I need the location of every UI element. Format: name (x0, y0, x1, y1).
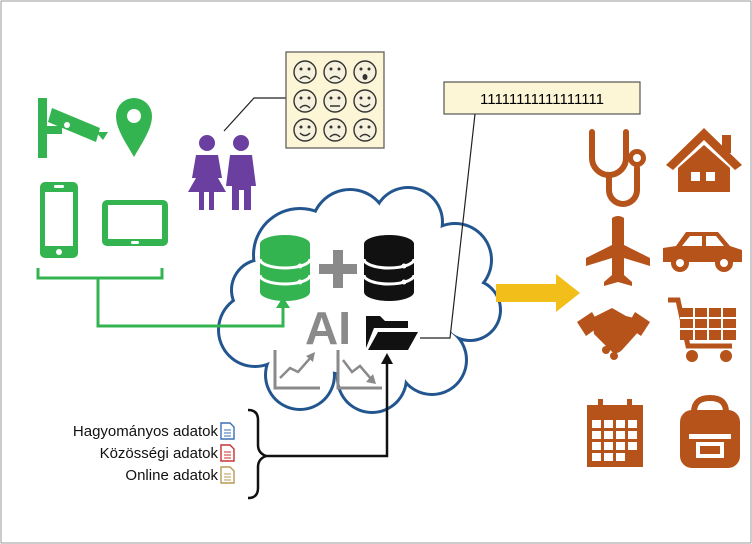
data-sources-arrow (266, 362, 389, 458)
emotions-connector (223, 97, 286, 132)
emotion-grid (293, 60, 377, 142)
handshake-icon (577, 308, 650, 360)
document-icon (220, 422, 235, 440)
data-source-label: Hagyományos adatok (73, 423, 219, 440)
sad-face-icon (293, 60, 317, 84)
document-icon (220, 444, 235, 462)
sad-face-icon (323, 60, 347, 84)
binary-connector (420, 113, 476, 339)
surprised-face-icon (353, 60, 377, 84)
plus-icon (319, 250, 357, 288)
arrow-head (381, 353, 393, 364)
backpack-icon (680, 394, 740, 468)
emotions-note (285, 51, 385, 149)
binary-note: 11111111111111111 (443, 81, 641, 115)
trend-up-chart-icon (273, 350, 320, 390)
airplane-icon (586, 216, 650, 286)
happy-face-icon (293, 118, 317, 142)
arrow-head (366, 374, 376, 384)
ai-label: AI (305, 302, 351, 354)
sensor-bracket-arrow (36, 268, 285, 328)
sad-face-icon (293, 89, 317, 113)
output-arrow (496, 274, 580, 312)
stethoscope-chestpiece (628, 149, 646, 167)
shopping-cart-icon (668, 297, 736, 362)
data-source-label: Közösségi adatok (100, 445, 219, 462)
people-icon (188, 135, 256, 210)
cctv-camera-icon (38, 98, 108, 158)
sad-face-icon (353, 118, 377, 142)
calendar-icon (587, 399, 643, 467)
database-icon (258, 235, 312, 301)
arrow-head (276, 297, 290, 308)
sad-face-icon (323, 118, 347, 142)
stethoscope-icon (589, 129, 640, 207)
trend-down-chart-icon (336, 350, 382, 390)
binary-label: 11111111111111111 (480, 91, 604, 108)
data-source-label: Online adatok (125, 467, 218, 484)
house-icon (666, 128, 742, 192)
folder-open-icon (366, 316, 418, 350)
location-pin-icon (116, 98, 152, 157)
neutral-face-icon (323, 89, 347, 113)
database-icon (362, 235, 416, 301)
happy-face-icon (353, 89, 377, 113)
tablet-icon (102, 200, 168, 246)
arrow-head (306, 352, 315, 362)
smartphone-icon (40, 182, 78, 258)
car-icon (663, 232, 742, 272)
document-icon (220, 466, 235, 484)
